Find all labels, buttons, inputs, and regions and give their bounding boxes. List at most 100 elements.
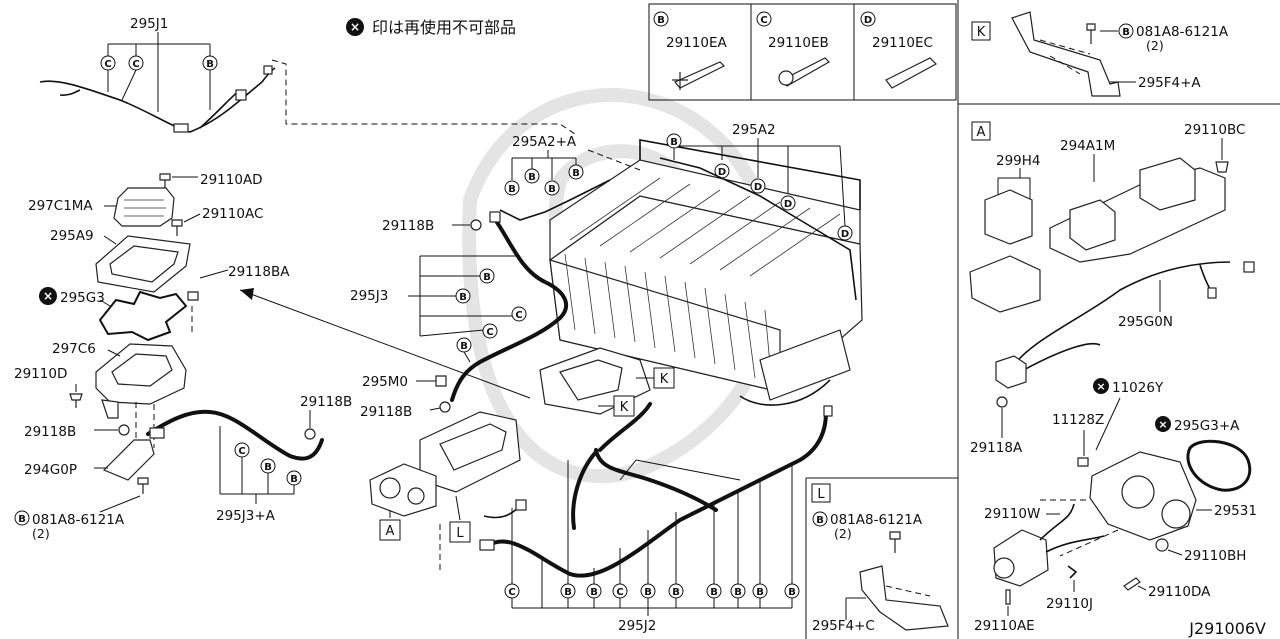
label-29118B-c: 29118B [382,218,434,234]
label-295F4C: 295F4+C [812,618,875,634]
label-295J2: 295J2 [618,618,656,634]
label-29118A: 29118A [970,440,1023,456]
label-11026Y: 11026Y [1112,380,1164,396]
svg-text:C: C [238,446,245,457]
svg-text:L: L [456,526,464,541]
svg-text:D: D [784,199,792,210]
label-081A8-K: 081A8-6121A [1136,24,1229,40]
label-29110EA: 29110EA [666,35,727,51]
svg-text:D: D [754,182,762,193]
label-081A8-left: 081A8-6121A [32,512,125,528]
svg-text:C: C [132,59,139,70]
harness-295A2A: 295A2+A B B B B [499,134,641,221]
insert-C: C 29110EB [756,11,830,87]
svg-text:×: × [350,20,360,34]
svg-text:D: D [718,167,726,178]
cover-group: 297C1MA 29110AD 29110AC 295A9 × 295G3 29… [14,172,290,541]
panel-K: K B 081A8-6121A (2) 295F4+A [971,11,1229,97]
svg-text:C: C [760,15,767,26]
svg-text:K: K [660,372,669,387]
svg-text:C: C [515,310,522,321]
label-295G3A: 295G3+A [1174,418,1240,434]
label-29110AC: 29110AC [202,206,263,222]
harness-295J3A: 29118B C B B 295J3+A [146,394,352,524]
label-29110J: 29110J [1046,596,1093,612]
label-29110DA: 29110DA [1148,584,1211,600]
junction-box-K: K K [539,347,675,417]
svg-text:B: B [564,587,572,598]
svg-text:×: × [43,289,53,303]
svg-text:B: B [672,587,680,598]
svg-text:B: B [644,587,652,598]
svg-text:B: B [572,168,580,179]
svg-text:B: B [206,59,214,70]
svg-text:D: D [864,15,872,26]
svg-text:B: B [528,172,536,183]
label-29118BA: 29118BA [228,264,290,280]
label-29118B-a: 29118B [24,424,76,440]
svg-text:(2): (2) [1146,38,1164,53]
svg-text:B: B [483,272,491,283]
label-29110W: 29110W [984,506,1040,522]
svg-text:C: C [508,587,515,598]
svg-text:(2): (2) [834,526,852,541]
label-299H4: 299H4 [996,153,1041,169]
label-29531: 29531 [1214,503,1257,519]
label-295M0: 295M0 [362,374,408,390]
svg-text:B: B [756,587,764,598]
svg-text:B: B [657,15,665,26]
svg-text:B: B [548,184,556,195]
svg-text:B: B [1122,27,1130,38]
svg-text:B: B [816,515,824,526]
label-295J1: 295J1 [130,16,168,32]
inverter-unit: A L [369,411,521,570]
label-295F4A: 295F4+A [1138,75,1201,91]
label-29110EB: 29110EB [768,35,829,51]
label-29110AE: 29110AE [974,618,1035,634]
label-29110BH: 29110BH [1184,548,1246,564]
label-29110AD: 29110AD [200,172,263,188]
label-294G0P: 294G0P [24,462,77,478]
svg-text:C: C [486,327,493,338]
svg-text:B: B [670,137,678,148]
svg-text:A: A [977,125,986,140]
label-295A2: 295A2 [732,122,776,138]
label-29118B-b: 29118B [300,394,352,410]
label-295G3: 295G3 [60,290,105,306]
label-29110D: 29110D [14,366,67,382]
label-11128Z: 11128Z [1052,412,1104,428]
label-297C6: 297C6 [52,341,96,357]
label-295G0N: 295G0N [1118,314,1173,330]
insert-B: B 29110EA [653,11,727,90]
svg-text:B: B [460,341,468,352]
label-29118B-d: 29118B [360,404,412,420]
svg-text:B: B [590,587,598,598]
svg-text:L: L [817,487,825,502]
svg-text:B: B [264,462,272,473]
diagram-code: J291006V [1188,619,1266,638]
notice-text: 印は再使用不可部品 [372,18,516,37]
svg-text:C: C [104,59,111,70]
harness-295J2: C B B C B B B B B B 295J2 [479,402,833,634]
insert-D: D 29110EC [860,11,937,89]
label-29110BC: 29110BC [1184,122,1245,138]
connector-assembly: × 11026Y 11128Z × 295G3+A 29531 29110BH … [974,378,1257,634]
svg-text:×: × [1158,418,1167,431]
panel-L: L B 081A8-6121A (2) 295F4+C [811,483,949,634]
svg-text:(2): (2) [32,526,50,541]
svg-text:B: B [734,587,742,598]
notice: × 印は再使用不可部品 [346,18,516,37]
harness-295J3: 29118B 295J3 B B C C B 295M0 29118B [239,211,569,420]
label-297C1MA: 297C1MA [28,198,93,214]
harness-295A2: 295A2 B D D D D [659,122,857,301]
label-295A2A: 295A2+A [512,134,577,150]
svg-text:B: B [459,292,467,303]
label-295A9: 295A9 [50,228,94,244]
svg-text:B: B [290,474,298,485]
svg-text:C: C [616,587,623,598]
label-295J3: 295J3 [350,288,388,304]
label-294A1M: 294A1M [1060,138,1115,154]
battery-pack [549,139,863,406]
label-081A8-L: 081A8-6121A [830,512,923,528]
